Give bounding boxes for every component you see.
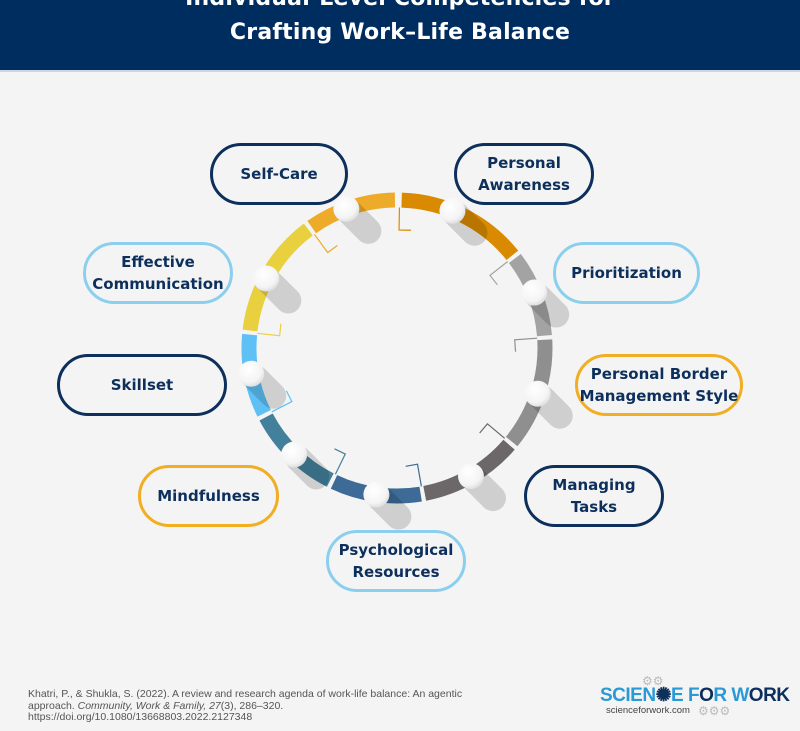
logo-text: RK xyxy=(763,685,790,706)
logo-text: R W xyxy=(713,685,749,706)
competency-label: Skillset xyxy=(110,376,174,394)
connector-arrow xyxy=(257,323,282,337)
ring-knob xyxy=(238,360,265,387)
competency-label: Managing Tasks xyxy=(552,476,636,516)
connector-arrow xyxy=(398,207,412,231)
connector-arrow xyxy=(271,390,293,413)
ring-knob xyxy=(253,265,280,292)
connector-arrow xyxy=(313,233,338,254)
competency-label: Self-Care xyxy=(240,165,318,183)
title-line-2: Crafting Work–Life Balance xyxy=(229,20,571,45)
competency-label: Mindfulness xyxy=(157,487,260,505)
citation-line-2: approach. Community, Work & Family, 27(3… xyxy=(28,699,548,713)
connector-arrow xyxy=(479,423,506,439)
gear-icon: ⚙⚙ xyxy=(642,674,664,688)
competency-psychological-resources: Psychological Resources xyxy=(326,530,466,592)
competency-label: Psychological Resources xyxy=(338,541,454,581)
connector-arrow xyxy=(334,448,347,475)
competency-skillset: Skillset xyxy=(57,354,227,416)
citation-line-1: Khatri, P., & Shukla, S. (2022). A revie… xyxy=(28,688,463,700)
ring-knob xyxy=(281,441,308,468)
citation-text: (3), 286–320. xyxy=(220,699,284,712)
logo-text: O xyxy=(748,685,764,706)
connector-arrow xyxy=(489,261,509,286)
science-for-work-logo[interactable]: ⚙⚙ SCIEN✺E FOR WORK scienceforwork.com ⚙… xyxy=(600,674,790,725)
logo-website: scienceforwork.com xyxy=(606,705,690,716)
citation-doi[interactable]: https://doi.org/10.1080/13668803.2022.21… xyxy=(28,711,253,723)
citation-journal: Community, Work & Family, 27 xyxy=(77,699,221,712)
header-banner: Individual-Level Competencies for Crafti… xyxy=(0,0,800,72)
competency-label: Personal Awareness xyxy=(478,154,570,194)
connector-arrow xyxy=(514,337,538,352)
competency-label: Effective Communication xyxy=(92,253,224,293)
logo-wordmark: SCIEN✺E FOR WORK xyxy=(600,684,790,707)
competency-personal-border-management-style: Personal Border Management Style xyxy=(575,354,743,416)
gear-icon: ✺ xyxy=(655,685,672,706)
competency-self-care: Self-Care xyxy=(210,143,348,205)
ring-knob xyxy=(524,380,551,407)
competency-personal-awareness: Personal Awareness xyxy=(454,143,594,205)
ring-knob xyxy=(521,279,548,306)
competency-label: Prioritization xyxy=(571,264,682,282)
competency-prioritization: Prioritization xyxy=(553,242,700,304)
logo-text: SCIEN xyxy=(600,685,656,706)
citation: Khatri, P., & Shukla, S. (2022). A revie… xyxy=(28,688,548,724)
citation-text: approach. xyxy=(28,699,78,712)
ring-knob xyxy=(363,481,390,508)
competency-label: Personal Border Management Style xyxy=(579,365,739,405)
ring-knob xyxy=(439,197,466,224)
logo-text: E F xyxy=(671,685,700,706)
gear-icon: ⚙⚙⚙ xyxy=(698,704,731,718)
connector-arrow xyxy=(405,463,422,487)
competency-mindfulness: Mindfulness xyxy=(138,465,279,527)
competency-managing-tasks: Managing Tasks xyxy=(524,465,664,527)
ring-knob xyxy=(458,463,484,490)
logo-text: O xyxy=(699,685,714,706)
competency-effective-communication: Effective Communication xyxy=(83,242,233,304)
ring-knob xyxy=(333,195,360,222)
title-line-1: Individual-Level Competencies for xyxy=(0,0,800,11)
